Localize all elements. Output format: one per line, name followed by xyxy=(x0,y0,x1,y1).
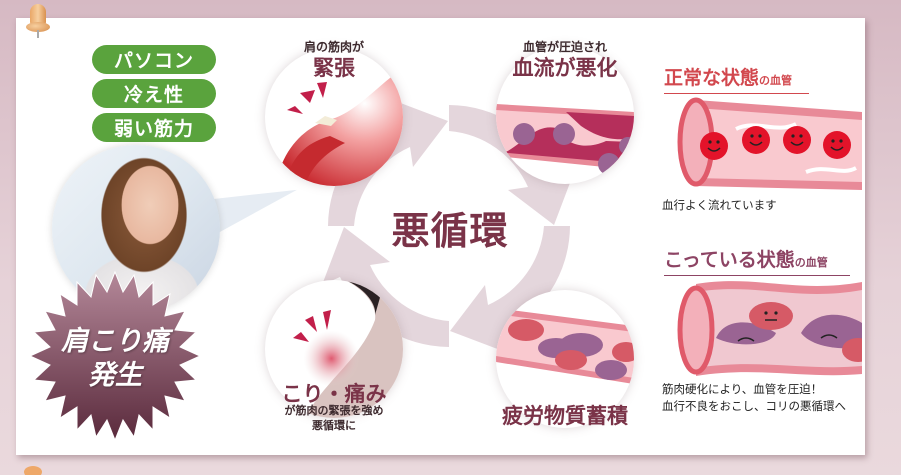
normal-vessel-caption: 血行よく流れています xyxy=(662,198,777,212)
pain-circle xyxy=(265,280,403,418)
fatigue-accumulation-circle xyxy=(496,290,634,428)
burst-line-1: 肩こり痛 xyxy=(61,326,169,357)
cycle-center-title: 悪循環 xyxy=(391,209,509,253)
shoulder-muscle-illustration xyxy=(275,68,403,186)
blood-flow-circle xyxy=(496,46,634,184)
pushpin-icon xyxy=(26,4,52,44)
step2-title: 血流が悪化 xyxy=(512,56,618,80)
normal-vessel-illustration xyxy=(677,97,862,190)
stiff-vessel-illustration xyxy=(677,281,862,376)
pushpin-icon-bottom xyxy=(24,466,42,475)
step4-caption-1: が筋肉の緊張を強め xyxy=(284,404,384,417)
step2-caption: 血管が圧迫され xyxy=(522,40,607,54)
normal-vessel-title: 正常な状態の血管 xyxy=(664,63,809,94)
stiff-vessel-caption-1: 筋肉硬化により、血管を圧迫！ xyxy=(662,382,823,396)
burst-line-2: 発生 xyxy=(88,360,142,391)
cause-tag-cold: 冷え性 xyxy=(92,79,216,108)
burst-label: 肩こり痛 発生 xyxy=(30,325,200,393)
step1-title: 緊張 xyxy=(313,56,355,80)
normal-vessel-title-suffix: の血管 xyxy=(759,74,793,87)
step4-caption-2: 悪循環に xyxy=(312,419,356,432)
stiff-vessel-title: こっている状態の血管 xyxy=(664,245,850,276)
starburst-badge xyxy=(30,270,200,442)
normal-vessel-title-main: 正常な状態 xyxy=(664,67,760,89)
stiff-vessel-caption: 筋肉硬化により、血管を圧迫！ 血行不良をおこし、コリの悪循環へ xyxy=(662,381,846,415)
cause-tag-pc: パソコン xyxy=(92,45,216,74)
step4-title: こり・痛み xyxy=(281,382,387,406)
muscle-tension-circle xyxy=(265,48,403,186)
cycle-arrows-icon xyxy=(322,99,576,353)
stiff-vessel-caption-2: 血行不良をおこし、コリの悪循環へ xyxy=(662,399,846,413)
step3-title: 疲労物質蓄積 xyxy=(502,404,628,428)
stiff-vessel-title-main: こっている状態 xyxy=(664,249,795,271)
stiff-vessel-title-suffix: の血管 xyxy=(794,256,828,269)
cause-tag-weak-muscle: 弱い筋力 xyxy=(92,113,216,142)
clogged-vessel-illustration xyxy=(496,308,634,384)
step1-caption: 肩の筋肉が xyxy=(303,40,364,54)
